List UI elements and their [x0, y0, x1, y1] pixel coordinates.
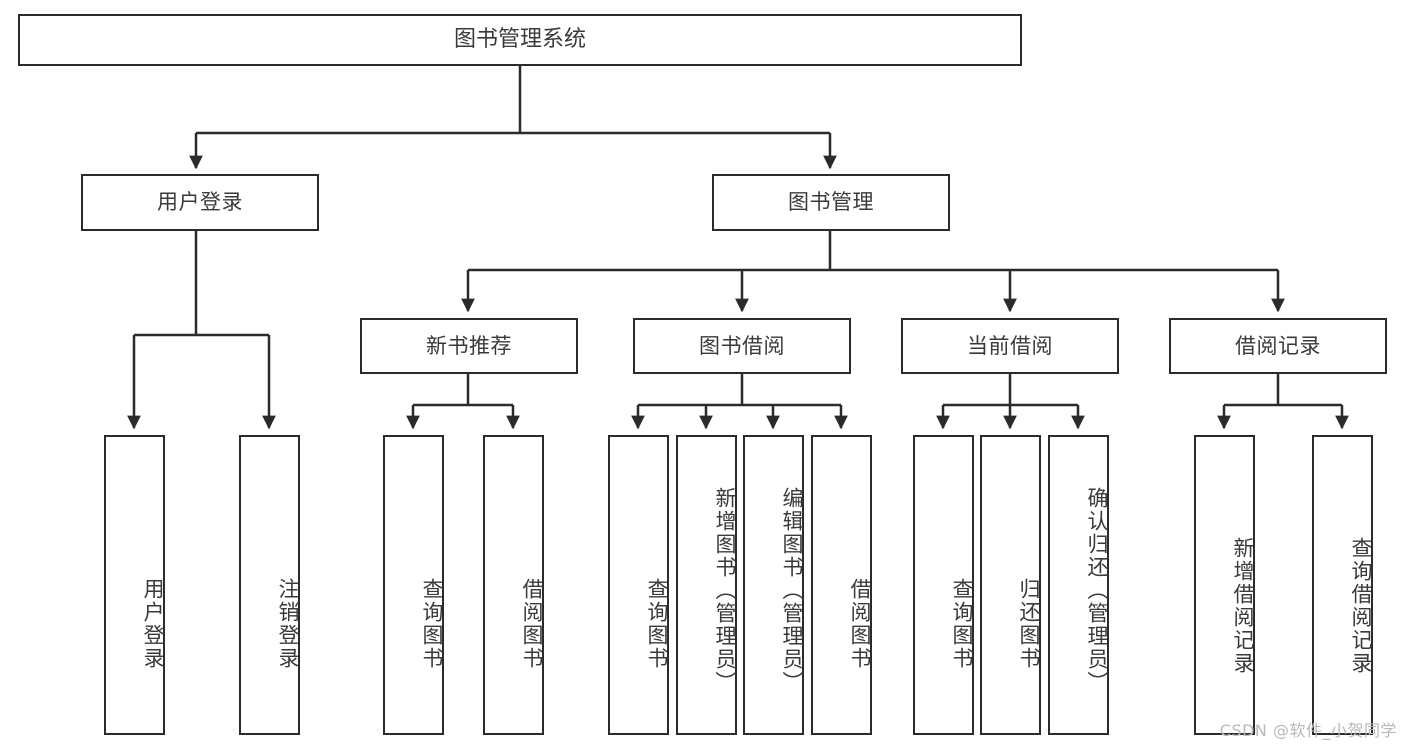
node-leaf-query-book-2-label: 查询图书 [645, 578, 669, 670]
node-leaf-add-record[interactable]: 新增借阅记录 [1194, 435, 1255, 735]
node-leaf-add-record-label: 新增借阅记录 [1231, 537, 1255, 675]
node-leaf-query-record[interactable]: 查询借阅记录 [1312, 435, 1373, 735]
node-leaf-borrow-book-2-label: 借阅图书 [848, 578, 872, 670]
node-leaf-user-login[interactable]: 用户登录 [104, 435, 165, 735]
node-leaf-query-book-1[interactable]: 查询图书 [383, 435, 444, 735]
node-leaf-borrow-book-2[interactable]: 借阅图书 [811, 435, 872, 735]
node-new-book-recommend-label: 新书推荐 [426, 333, 512, 358]
node-root[interactable]: 图书管理系统 [18, 14, 1022, 66]
node-leaf-add-book-label: 新增图书（管理员） [713, 486, 737, 694]
node-leaf-query-book-3-label: 查询图书 [950, 578, 974, 670]
node-user-login-label: 用户登录 [157, 190, 243, 215]
node-current-borrow-label: 当前借阅 [967, 333, 1053, 358]
node-leaf-confirm-return[interactable]: 确认归还（管理员） [1048, 435, 1109, 735]
node-leaf-query-book-1-label: 查询图书 [420, 578, 444, 670]
node-borrow-record[interactable]: 借阅记录 [1169, 318, 1387, 374]
node-leaf-return-book[interactable]: 归还图书 [980, 435, 1041, 735]
node-leaf-query-book-2[interactable]: 查询图书 [608, 435, 669, 735]
node-leaf-logout-label: 注销登录 [276, 578, 300, 670]
node-root-label: 图书管理系统 [453, 27, 586, 53]
node-leaf-borrow-book-1[interactable]: 借阅图书 [483, 435, 544, 735]
node-leaf-edit-book-label: 编辑图书（管理员） [780, 486, 804, 694]
node-leaf-query-record-label: 查询借阅记录 [1349, 537, 1373, 675]
node-book-borrow[interactable]: 图书借阅 [633, 318, 851, 374]
node-leaf-user-login-label: 用户登录 [141, 578, 165, 670]
watermark: CSDN @软件_小贺同学 [1219, 721, 1397, 740]
node-leaf-confirm-return-label: 确认归还（管理员） [1085, 486, 1109, 694]
node-leaf-edit-book[interactable]: 编辑图书（管理员） [743, 435, 804, 735]
node-book-management[interactable]: 图书管理 [712, 174, 950, 231]
node-leaf-add-book[interactable]: 新增图书（管理员） [676, 435, 737, 735]
node-borrow-record-label: 借阅记录 [1235, 333, 1321, 358]
node-current-borrow[interactable]: 当前借阅 [901, 318, 1119, 374]
node-book-management-label: 图书管理 [788, 190, 874, 215]
node-leaf-query-book-3[interactable]: 查询图书 [913, 435, 974, 735]
node-leaf-borrow-book-1-label: 借阅图书 [520, 578, 544, 670]
node-leaf-return-book-label: 归还图书 [1017, 578, 1041, 670]
node-leaf-logout[interactable]: 注销登录 [239, 435, 300, 735]
node-new-book-recommend[interactable]: 新书推荐 [360, 318, 578, 374]
node-user-login[interactable]: 用户登录 [81, 174, 319, 231]
node-book-borrow-label: 图书借阅 [699, 333, 785, 358]
